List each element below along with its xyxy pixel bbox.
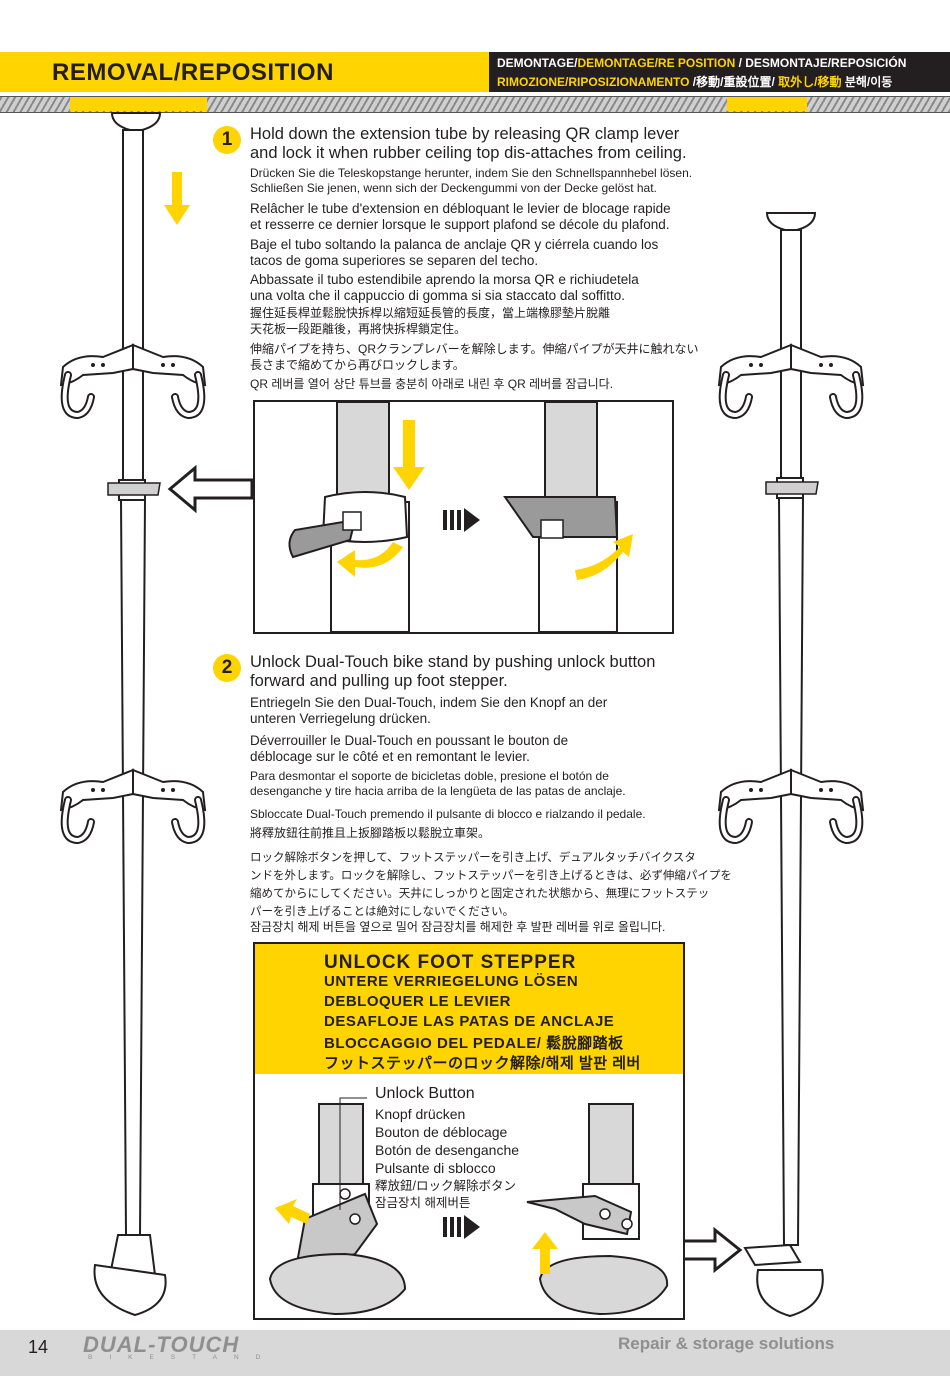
header-subtitle-line1: DEMONTAGE/DEMONTAGE/RE POSITION / DESMON… <box>497 56 907 70</box>
step-1-korean: QR 레버를 열어 상단 튜브를 충분히 아래로 내린 후 QR 레버를 잠급니… <box>250 377 614 391</box>
brand-logo: DUAL-TOUCH <box>83 1332 240 1357</box>
left-arrow-icon <box>167 464 254 514</box>
step-forward-icon <box>443 508 480 532</box>
step-2-instruction: Unlock Dual-Touch bike stand by pushing … <box>250 653 656 690</box>
step-2-italian: Sbloccate Dual-Touch premendo il pulsant… <box>250 807 646 821</box>
step-1-instruction: Hold down the extension tube by releasin… <box>250 125 687 162</box>
header-subtitle-line2: RIMOZIONE/RIPOSIZIONAMENTO /移動/重設位置/ 取外し… <box>497 75 893 89</box>
down-arrow-icon <box>393 420 425 490</box>
step-2-chinese: 將釋放鈕往前推且上扳腳踏板以鬆脫立車架。 <box>250 826 491 840</box>
curved-arrow-icon <box>337 542 403 577</box>
unlock-button-label: Unlock Button <box>375 1085 475 1102</box>
unlock-button-label: 잠금장치 해제버튼 <box>375 1196 471 1210</box>
down-arrow-icon <box>164 172 190 225</box>
step-2-french: Déverrouiller le Dual-Touch en poussant … <box>250 733 569 764</box>
unlock-button-label: Bouton de déblocage <box>375 1124 508 1140</box>
stand-illustrations <box>0 112 950 1318</box>
divider-highlight-left <box>70 97 207 111</box>
step-1-italian: Abbassate il tubo estendibile aprendo la… <box>250 272 639 303</box>
up-arrow-icon <box>532 1232 558 1274</box>
unlock-button-label: Pulsante di sblocco <box>375 1160 496 1176</box>
right-arrow-icon <box>680 1226 743 1274</box>
page-number: 14 <box>28 1337 49 1357</box>
left-stand <box>61 112 205 1317</box>
step-forward-icon <box>443 1215 480 1239</box>
header-languages-bar <box>489 52 950 92</box>
footer-bar <box>0 1330 950 1376</box>
curved-arrow-icon <box>575 534 633 580</box>
step-1-german: Drücken Sie die Teleskopstange herunter,… <box>250 166 693 195</box>
unlock-button-label: Botón de desenganche <box>375 1142 520 1158</box>
unlock-box-line: BLOCCAGGIO DEL PEDALE/ 鬆脫腳踏板 <box>324 1035 624 1052</box>
step-1-french: Relâcher le tube d'extension en débloqua… <box>250 201 671 232</box>
qr-clamp-figure <box>253 400 674 634</box>
unlock-box-line: DEBLOQUER LE LEVIER <box>324 993 512 1010</box>
page-title: REMOVAL/REPOSITION <box>52 59 334 86</box>
unlock-button-label: 釋放鈕/ロック解除ボタン <box>375 1179 516 1193</box>
right-stand <box>719 212 863 1318</box>
step-2-korean: 잠금장치 해제 버튼을 옆으로 밀어 잠금장치를 해제한 후 발판 레버를 위로… <box>250 920 666 934</box>
tagline: Repair & storage solutions <box>618 1334 835 1353</box>
unlock-box-line: UNTERE VERRIEGELUNG LÖSEN <box>324 973 579 990</box>
unlock-box-line: フットステッパーのロック解除/해제 발판 레버 <box>324 1055 641 1072</box>
step-1-chinese: 握住延長桿並鬆脫快拆桿以縮短延長管的長度，當上端橡膠墊片脫離天花板一段距離後，再… <box>250 306 611 336</box>
step-2-badge: 2 <box>213 654 241 682</box>
step-2-spanish: Para desmontar el soporte de bicicletas … <box>250 769 626 798</box>
unlock-button-label: Knopf drücken <box>375 1106 466 1122</box>
step-1-badge: 1 <box>213 126 241 154</box>
brand-logo-subtitle: BIKESTAND <box>88 1354 278 1361</box>
left-arrow-icon <box>275 1199 310 1224</box>
unlock-box-title: UNLOCK FOOT STEPPER <box>324 952 577 973</box>
step-1-spanish: Baje el tubo soltando la palanca de ancl… <box>250 237 659 268</box>
unlock-box-line: DESAFLOJE LAS PATAS DE ANCLAJE <box>324 1013 615 1030</box>
step-2-german: Entriegeln Sie den Dual-Touch, indem Sie… <box>250 695 608 726</box>
step-1-japanese: 伸縮パイプを持ち、QRクランプレバーを解除します。伸縮パイプが天井に触れない長さ… <box>250 342 699 372</box>
header-bar <box>0 52 489 92</box>
foot-stepper-figure <box>253 1074 685 1320</box>
divider-highlight-right <box>727 97 807 111</box>
hatched-divider <box>0 96 950 113</box>
step-2-japanese: ロック解除ボタンを押して、フットステッパーを引き上げ、デュアルタッチバイクスタン… <box>250 852 732 918</box>
